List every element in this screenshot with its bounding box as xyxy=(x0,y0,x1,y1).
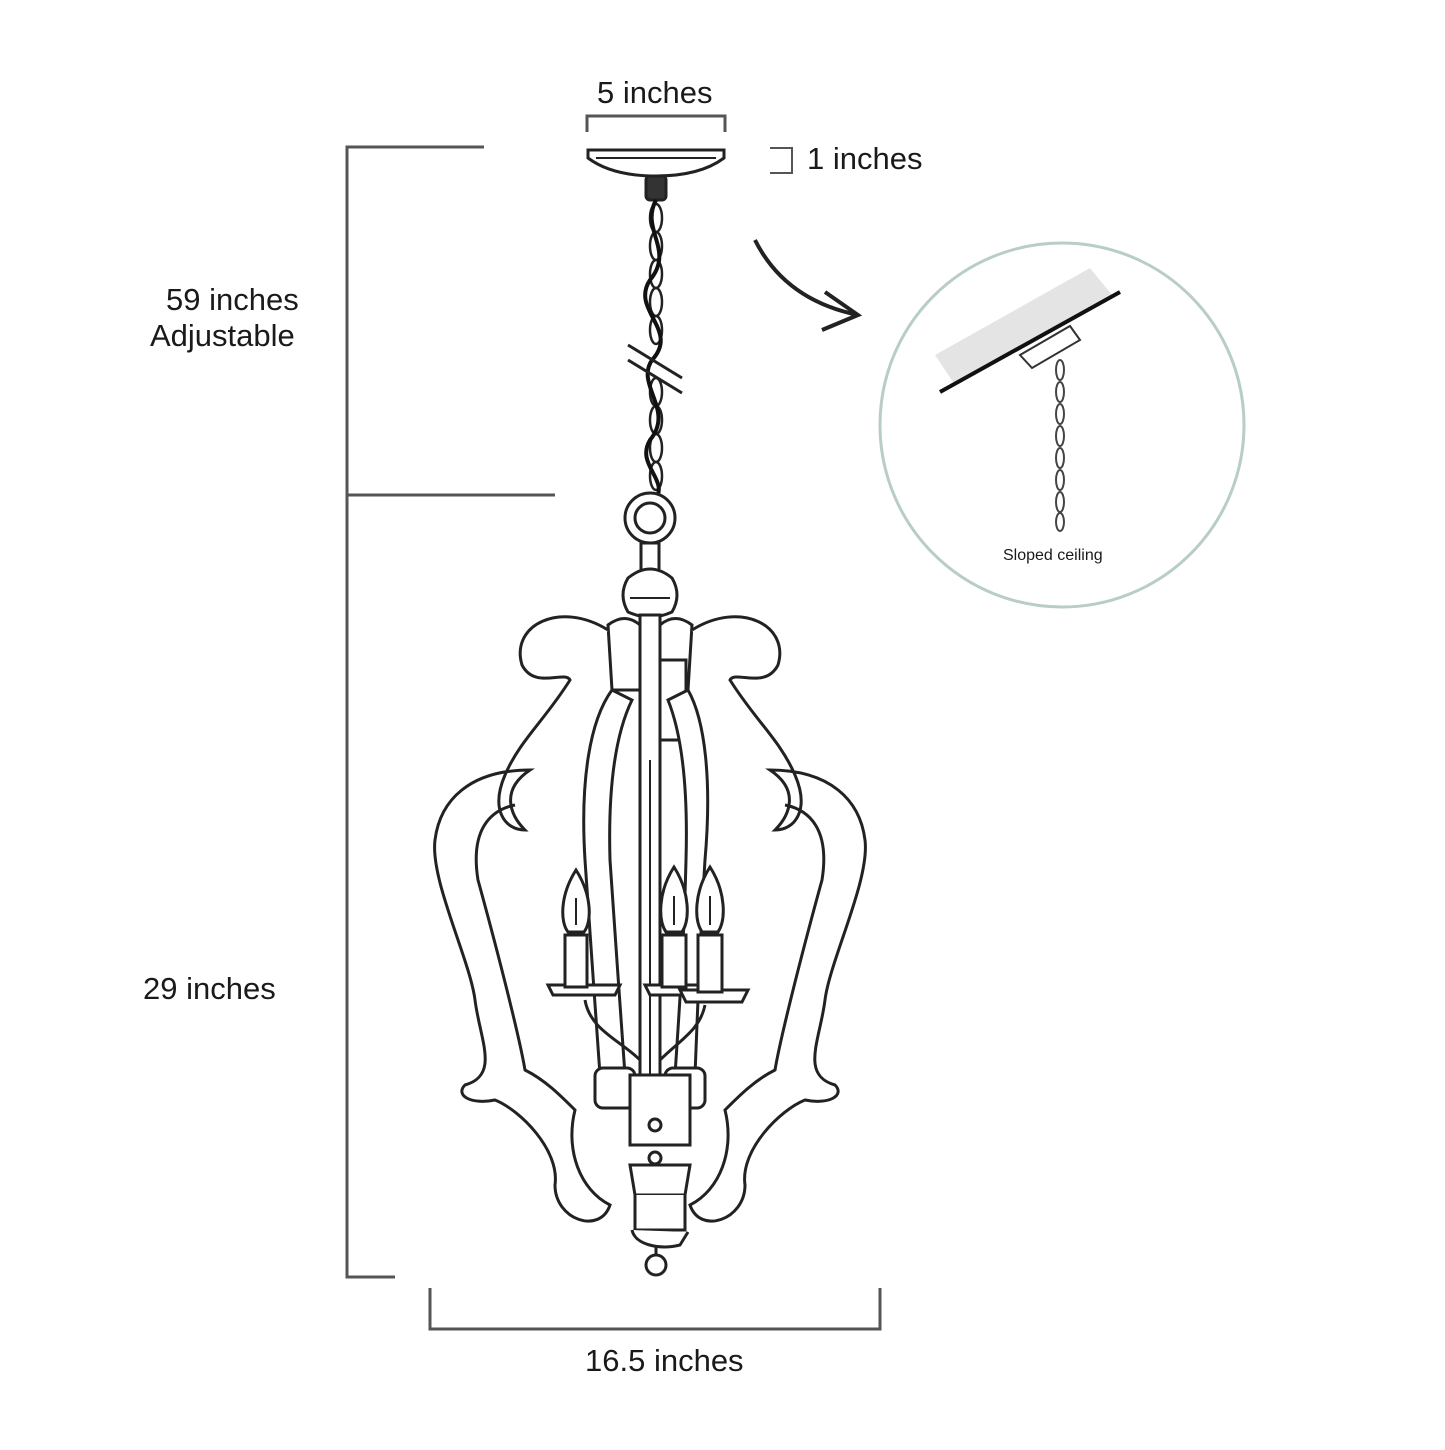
ceiling-canopy xyxy=(586,148,726,202)
body-width-bracket xyxy=(428,1288,882,1331)
inset-arrow xyxy=(753,239,863,332)
chain-length-label: 59 inches xyxy=(166,282,299,317)
canopy-width-label: 5 inches xyxy=(597,75,713,110)
chain-length-bracket xyxy=(345,145,555,497)
canopy-width-bracket xyxy=(585,114,727,132)
canopy-height-label: 1 inches xyxy=(807,141,923,176)
dimension-lines xyxy=(345,114,882,1331)
body-width-label: 16.5 inches xyxy=(585,1343,744,1378)
body-height-label: 29 inches xyxy=(143,971,276,1006)
body-height-bracket xyxy=(345,495,395,1279)
canopy-height-bracket xyxy=(770,147,793,174)
chandelier-body xyxy=(433,491,867,1277)
sloped-ceiling-inset xyxy=(878,241,1246,609)
sloped-ceiling-caption: Sloped ceiling xyxy=(1003,547,1103,564)
chain-adjustable-label: Adjustable xyxy=(150,318,295,353)
hanging-chain xyxy=(627,199,683,502)
